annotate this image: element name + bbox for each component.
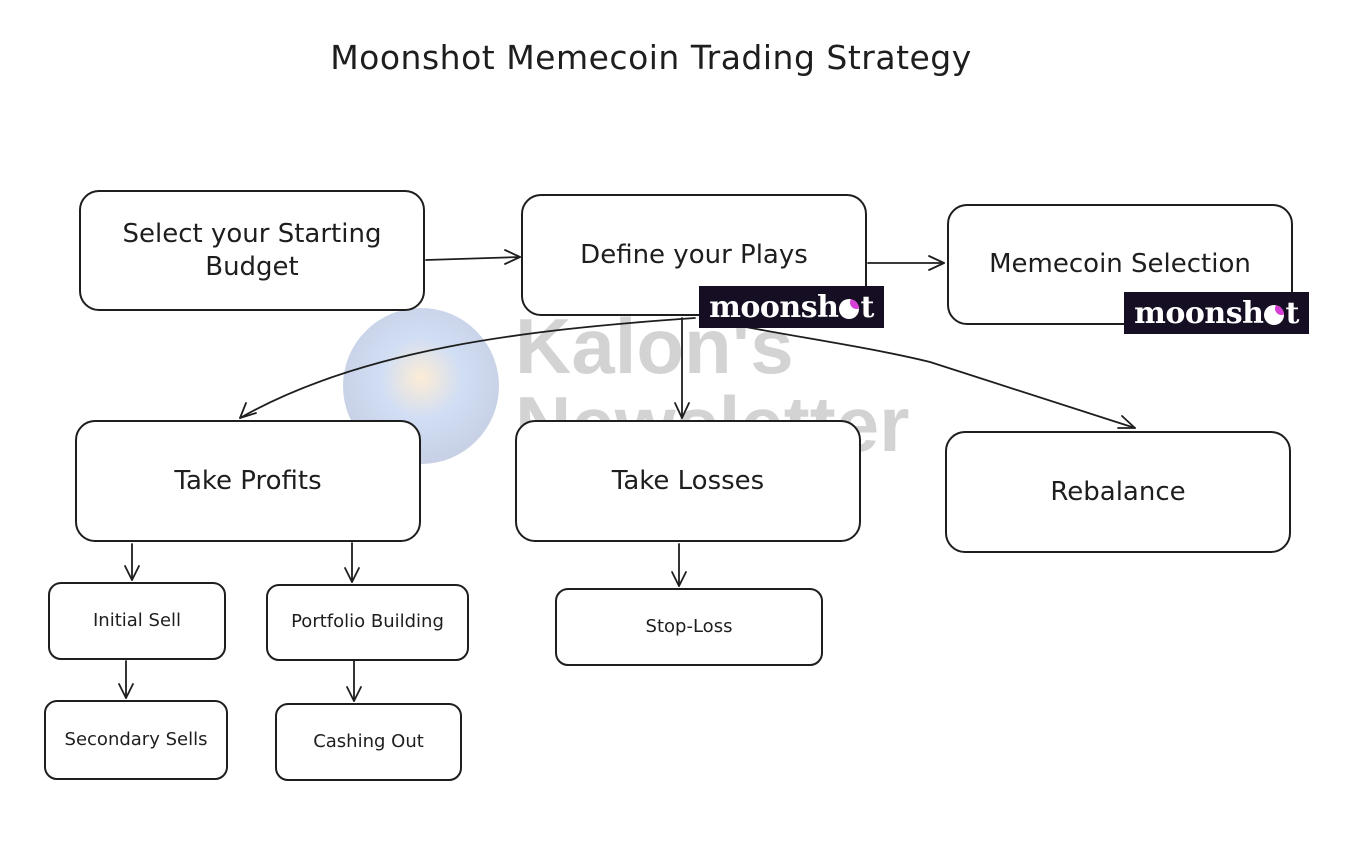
arrow-initial-sell-to-secondary-sells [119,661,133,698]
arrow-portfolio-building-to-cashing-out [347,661,361,701]
moonshot-logo-suffix: t [860,290,873,325]
moonshot-o-icon [839,299,859,319]
moonshot-o-icon [1264,305,1284,325]
node-take-losses: Take Losses [515,420,861,542]
moonshot-logo-suffix: t [1285,296,1298,331]
arrow-profits-to-initial-sell [125,544,139,580]
arrow-budget-to-plays [426,250,520,264]
arrow-profits-to-portfolio-building [345,543,359,582]
diagram-title: Moonshot Memecoin Trading Strategy [0,38,1302,77]
moonshot-logo-prefix: moonsh [709,290,838,325]
node-take-profits: Take Profits [75,420,421,542]
node-initial-sell: Initial Sell [48,582,226,660]
arrow-losses-to-stop-loss [672,544,686,586]
node-portfolio-building: Portfolio Building [266,584,469,661]
node-secondary-sells: Secondary Sells [44,700,228,780]
node-stop-loss: Stop-Loss [555,588,823,666]
node-cashing-out: Cashing Out [275,703,462,781]
arrow-plays-to-selection [868,256,944,270]
moonshot-logo-prefix: moonsh [1134,296,1263,331]
node-rebalance: Rebalance [945,431,1291,553]
node-select-starting-budget: Select your Starting Budget [79,190,425,311]
